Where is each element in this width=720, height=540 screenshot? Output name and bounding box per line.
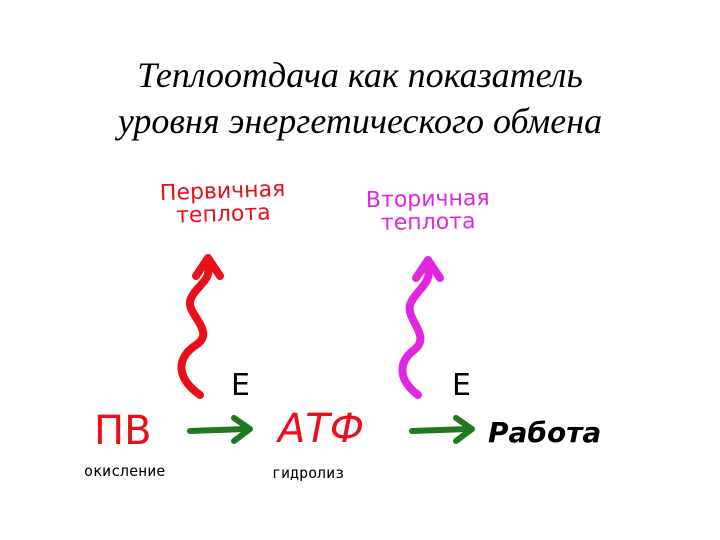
title-line-1: Теплоотдача как показатель — [137, 55, 583, 95]
atp-label: АТФ — [278, 406, 365, 452]
slide-title: Теплоотдача как показатель уровня энерге… — [0, 52, 720, 144]
energy-label-2: Е — [452, 368, 471, 403]
hydrolysis-label: гидролиз — [272, 464, 345, 482]
right-arrow-icon — [187, 415, 253, 444]
wavy-up-arrow-red-icon — [177, 254, 224, 399]
wavy-up-arrow-magenta-icon — [398, 256, 444, 399]
title-line-2: уровня энергетического обмена — [117, 101, 603, 141]
right-arrow-icon — [409, 415, 475, 444]
energy-label-1: Е — [231, 368, 250, 403]
oxidation-label: окисление — [84, 462, 166, 480]
work-label: Работа — [488, 416, 602, 449]
pv-label: ПВ — [94, 408, 152, 454]
